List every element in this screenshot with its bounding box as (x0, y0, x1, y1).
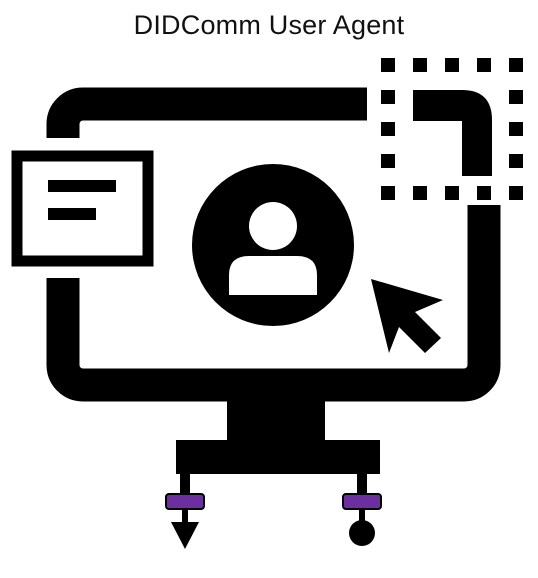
output-port-stem (180, 470, 190, 494)
input-circle-icon (349, 520, 375, 546)
output-arrow-icon (171, 522, 199, 549)
output-port-lower-stem (182, 509, 188, 523)
output-port-connector (165, 493, 205, 510)
cursor-arrow-icon (371, 279, 443, 353)
monitor-neck (227, 398, 325, 444)
message-window-icon (0, 138, 165, 278)
monitor-base (176, 440, 380, 474)
diagram-title: DIDComm User Agent (133, 10, 405, 40)
user-avatar-icon (192, 164, 354, 326)
input-port-connector (342, 493, 382, 510)
dashed-selection-icon (367, 50, 527, 205)
input-port-lower-stem (359, 509, 365, 523)
input-port-stem (357, 470, 367, 494)
